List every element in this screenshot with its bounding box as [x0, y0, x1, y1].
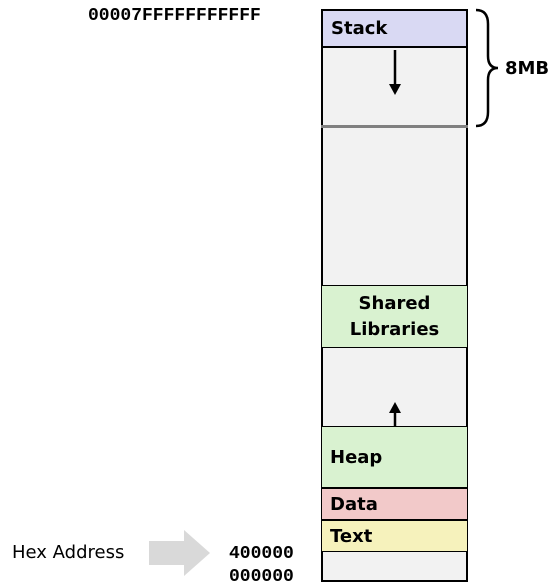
zero-address-label: 000000: [229, 567, 294, 587]
heap-segment: Heap: [321, 426, 468, 488]
hex-address-label: Hex Address: [12, 542, 125, 563]
data-label: Data: [330, 493, 378, 515]
text-segment: Text: [321, 520, 468, 552]
stack-segment: Stack: [321, 9, 468, 48]
stack-label: Stack: [331, 18, 388, 39]
heap-label: Heap: [330, 446, 383, 468]
text-label: Text: [330, 525, 373, 547]
stack-size-brace-icon: [475, 8, 499, 128]
stack-size-label: 8MB: [505, 58, 550, 79]
top-address-label: 00007FFFFFFFFFFF: [88, 6, 261, 26]
data-segment: Data: [321, 488, 468, 520]
shared-libraries-label-line1: Shared: [358, 292, 431, 314]
shared-libraries-segment: Shared Libraries: [321, 285, 468, 348]
text-start-address-label: 400000: [229, 544, 294, 564]
stack-limit-line: [321, 125, 468, 128]
shared-libraries-label-line2: Libraries: [349, 318, 440, 340]
hex-address-pointer-arrow-icon: [149, 530, 210, 576]
